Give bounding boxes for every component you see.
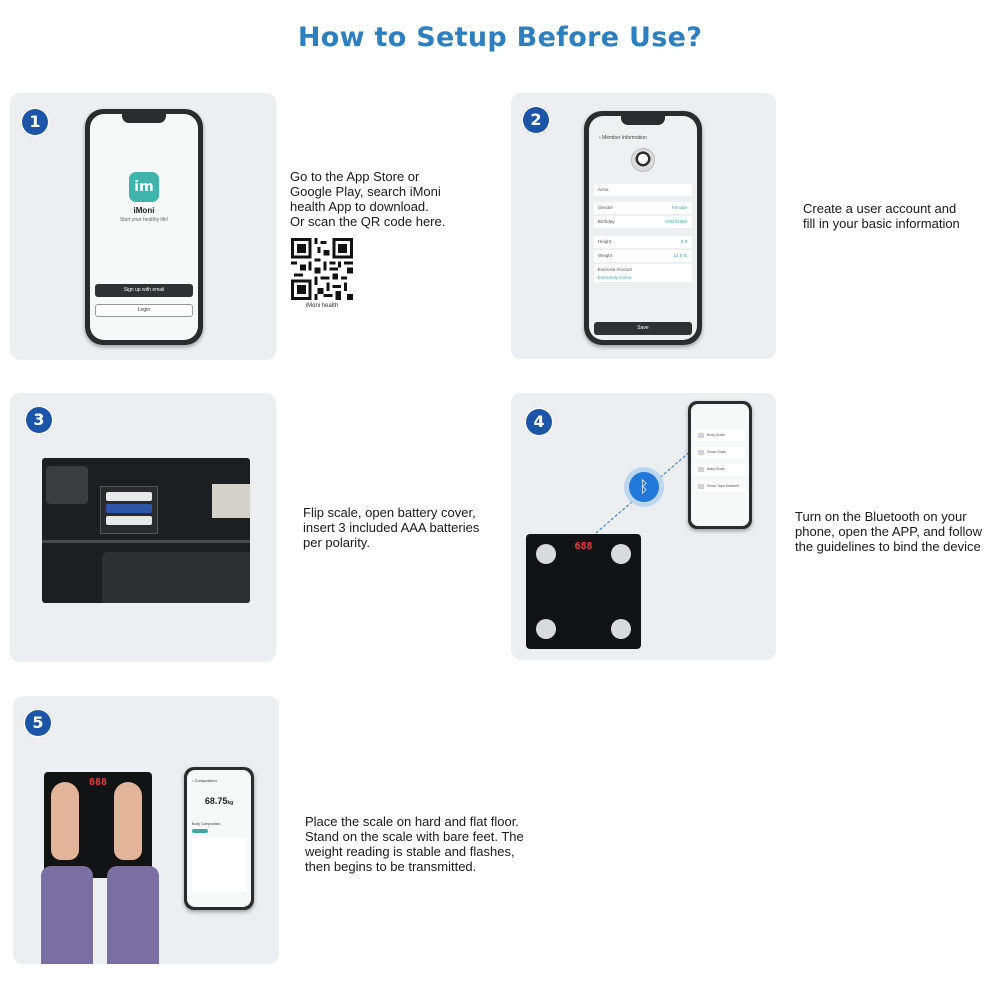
step-3-panel: 3: [10, 393, 276, 662]
scale-display-5: 688: [88, 777, 108, 788]
field-row-name: Anna: [594, 184, 692, 196]
weight-reading: 68.75kg: [204, 796, 234, 806]
step-5-description: Place the scale on hard and flat floor. …: [305, 814, 524, 874]
step-2-description: Create a user account and fill in your b…: [803, 201, 960, 231]
device-row-baby-scale: Baby Scale: [695, 464, 745, 475]
step-5-badge: 5: [23, 708, 53, 738]
composition-phone: ‹ Composition 68.75kg Body Composition: [184, 767, 254, 910]
qr-caption: iMoni health: [305, 303, 339, 309]
signup-button: Sign up with email: [95, 284, 193, 297]
step-2-badge: 2: [521, 105, 551, 135]
save-button: Save: [594, 322, 692, 335]
step-4-description: Turn on the Bluetooth on your phone, ope…: [795, 509, 982, 554]
app-name: iMoni: [133, 206, 155, 215]
composition-section-title: Body Composition: [192, 822, 221, 826]
app-tagline: Start your healthy life!: [119, 217, 169, 223]
scale-display: 688: [574, 541, 593, 552]
bind-device-phone: Body Scale Smart Scale Baby Scale Smart …: [688, 401, 752, 529]
avatar: [631, 148, 655, 172]
device-row-body-scale: Body Scale: [695, 430, 745, 441]
right-leg: [107, 866, 159, 964]
right-foot: [114, 782, 142, 860]
step-4-panel: 4 ᛒ 688 Body Scale Smart Scale Baby Scal…: [511, 393, 776, 660]
scale-front: 688: [526, 534, 641, 649]
step-5-panel: 5 688 ‹ Composition 68.75kg Body Composi…: [13, 696, 279, 964]
member-info-header: ‹ Member Information: [599, 135, 647, 141]
battery-compartment-photo: [42, 458, 250, 603]
step-1-description: Go to the App Store or Google Play, sear…: [290, 169, 446, 229]
login-button: Login: [95, 304, 193, 317]
device-row-smart-scale: Smart Scale: [695, 447, 745, 458]
bluetooth-link-line: [595, 448, 694, 534]
page-title: How to Setup Before Use?: [297, 22, 703, 53]
left-leg: [41, 866, 93, 964]
step-1-panel: 1 im iMoni Start your healthy life! Sign…: [10, 93, 276, 360]
composition-header: ‹ Composition: [192, 778, 217, 783]
left-foot: [51, 782, 79, 860]
device-row-tape: Smart Tape Measure: [695, 481, 745, 492]
step-1-badge: 1: [20, 107, 50, 137]
imoni-logo-icon: im: [129, 172, 159, 202]
step-3-badge: 3: [24, 405, 54, 435]
bluetooth-icon: ᛒ: [629, 472, 659, 502]
step-4-badge: 4: [524, 407, 554, 437]
qr-code-icon: [291, 238, 353, 300]
step-3-description: Flip scale, open battery cover, insert 3…: [303, 505, 480, 550]
app-login-phone: im iMoni Start your healthy life! Sign u…: [85, 109, 203, 345]
